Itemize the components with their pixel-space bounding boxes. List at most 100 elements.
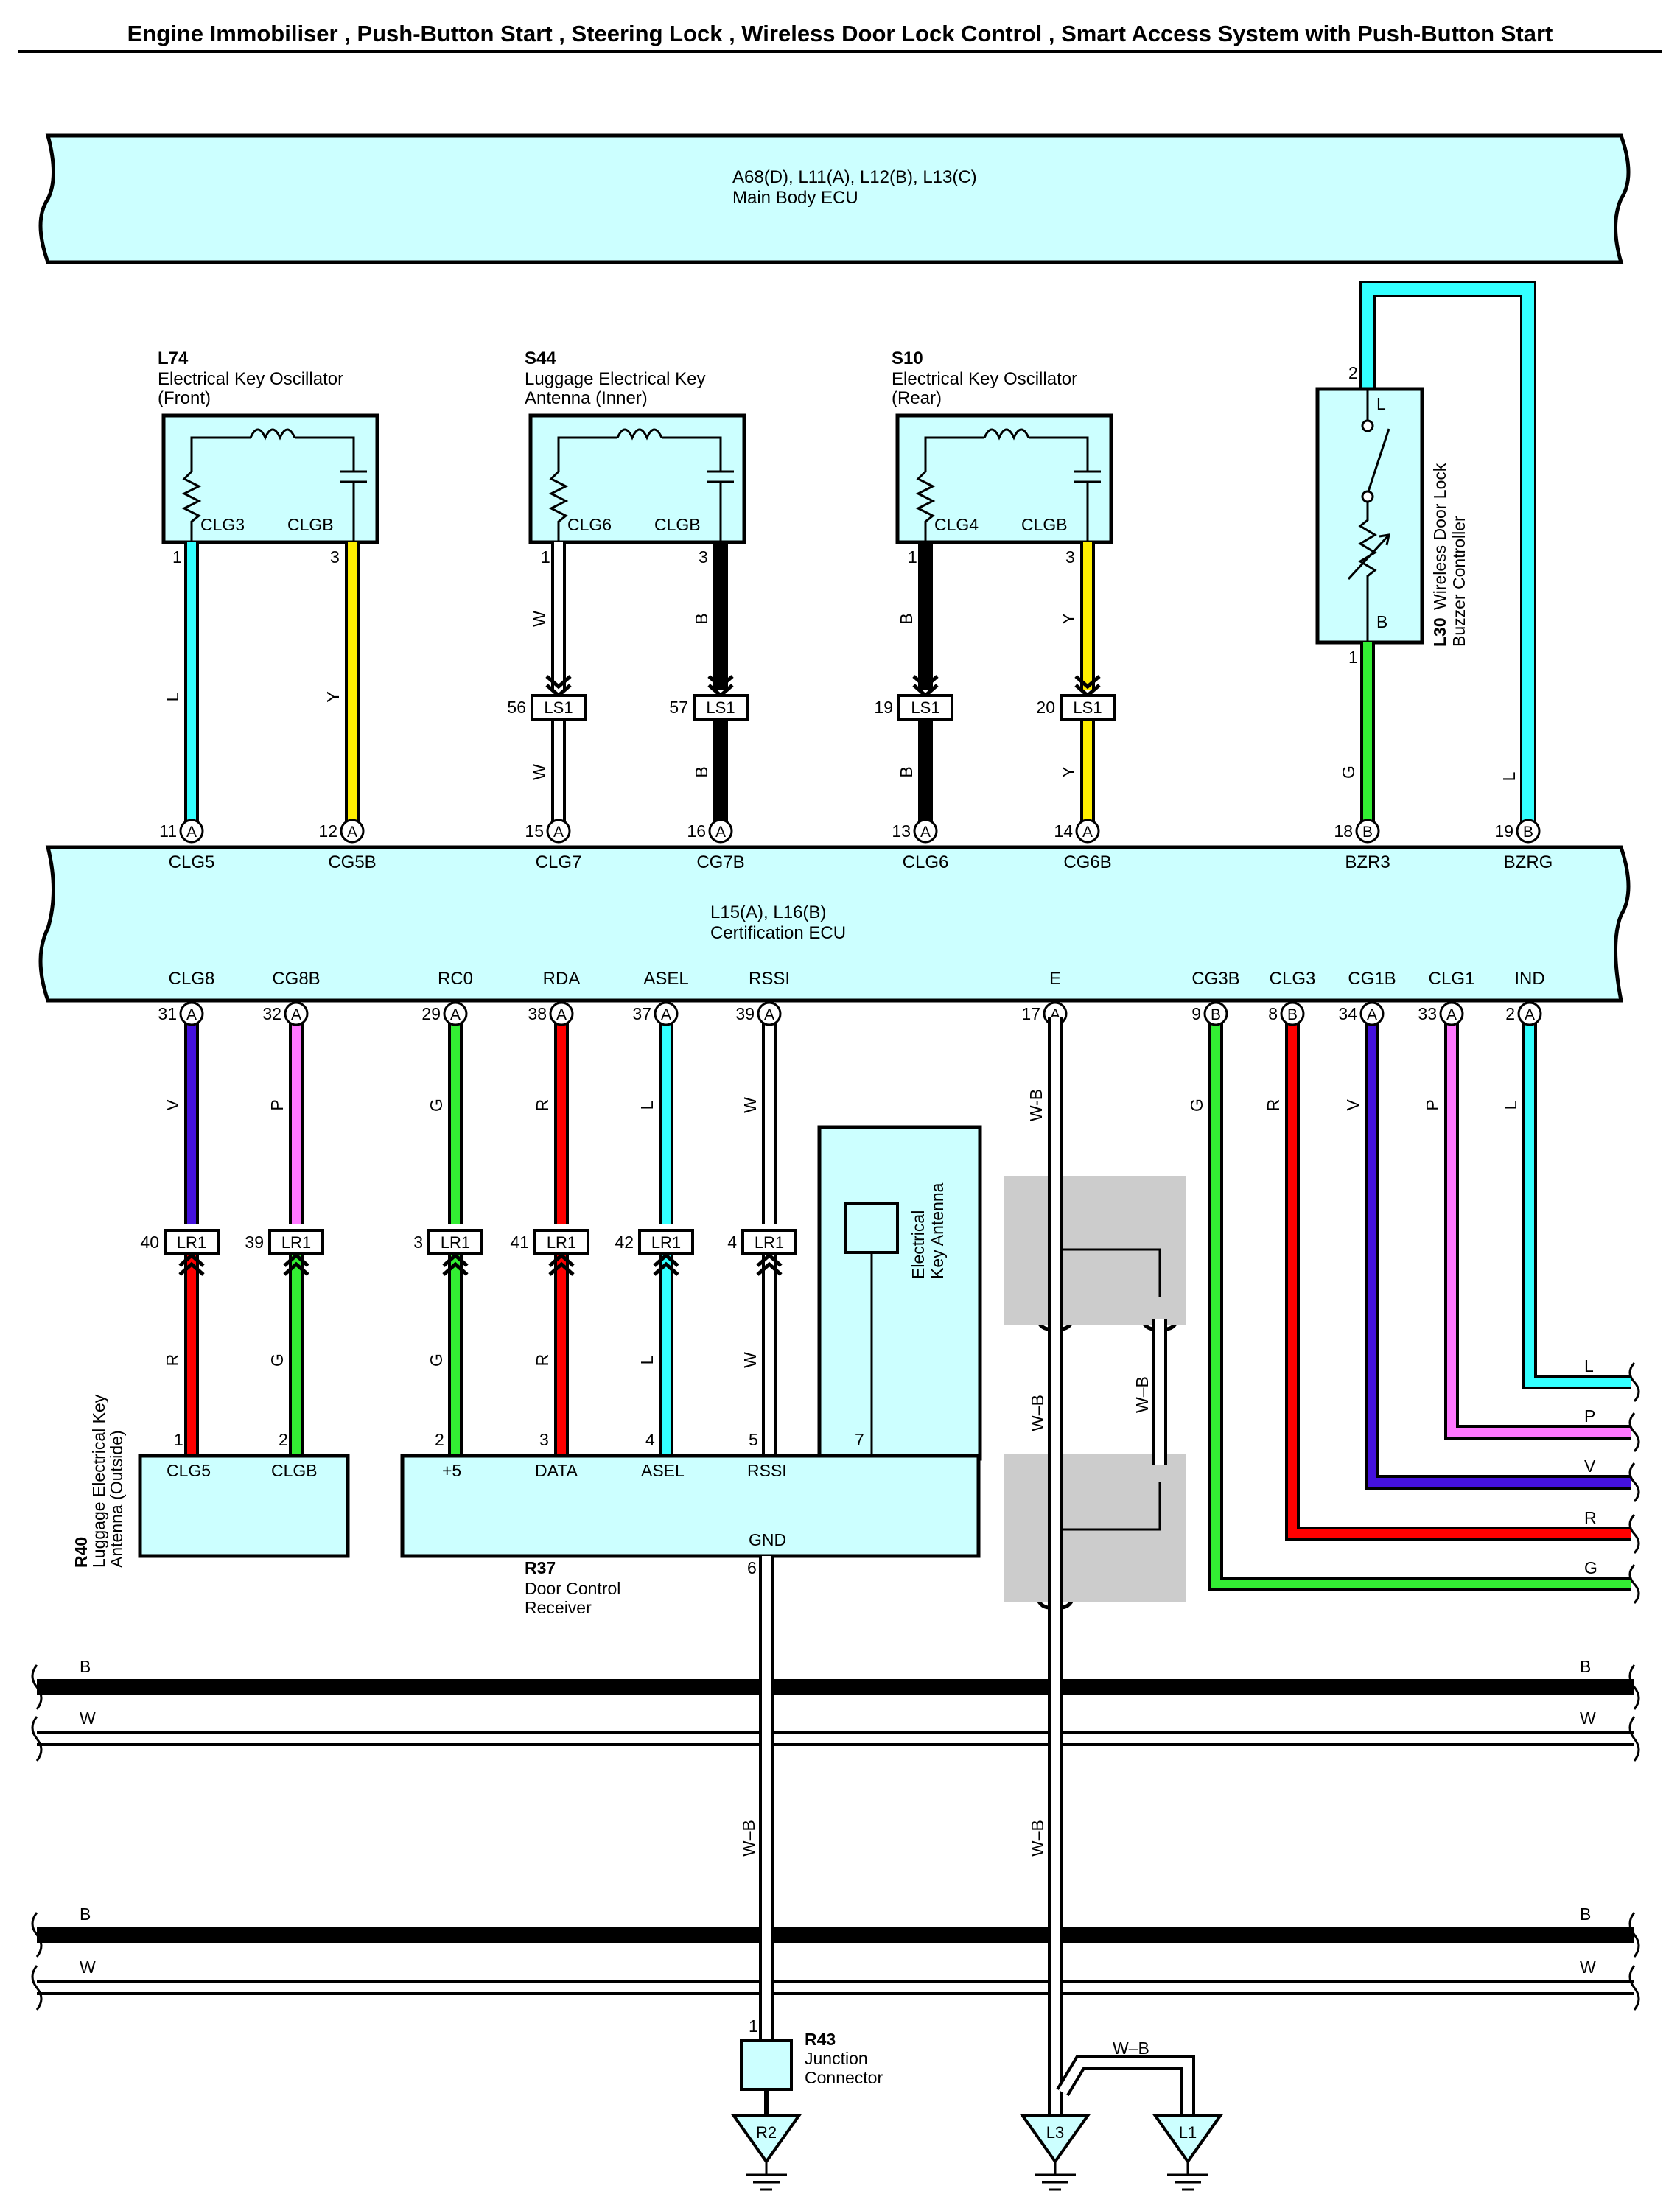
top-wire-label-1: Y xyxy=(323,691,343,702)
r43-pin: 1 xyxy=(749,2016,758,2036)
top-wire-label-0: L xyxy=(163,692,182,701)
r37-name1: Door Control xyxy=(525,1579,620,1598)
bottom-wire-label-upper-0: V xyxy=(163,1099,182,1111)
r37-code: R37 xyxy=(525,1558,556,1577)
bus-label-left-0: B xyxy=(80,1657,91,1676)
top-pin-7-connector: B xyxy=(1523,824,1533,841)
antenna-name2: Key Antenna xyxy=(928,1182,947,1279)
r37-terminal-2: DATA xyxy=(535,1461,578,1480)
r37-terminal-3: ASEL xyxy=(641,1461,685,1480)
ls1-connector-3-label: LS1 xyxy=(1073,698,1102,717)
lr1-connector-3-box xyxy=(533,1229,589,1255)
s10-name2: (Rear) xyxy=(892,388,942,408)
top-wire-label-lower-5: Y xyxy=(1059,766,1078,777)
l74-terminal-1: CLG3 xyxy=(200,515,245,534)
bottom-pin-7-number: 9 xyxy=(1191,1004,1201,1023)
right-wire-break-4 xyxy=(1628,1563,1640,1605)
bottom-wire-label-10: P xyxy=(1423,1099,1442,1110)
bottom-wire-label-upper-4: L xyxy=(637,1100,657,1110)
ground-earth-0 xyxy=(746,2162,787,2191)
top-pin-1-number: 12 xyxy=(318,821,337,841)
r37-terminal-1: +5 xyxy=(442,1461,461,1480)
ls1-connector-3-box xyxy=(1060,694,1116,721)
s44-pin-1: 1 xyxy=(541,547,550,567)
junction-block: W–B xyxy=(1004,1176,1186,1602)
s10-pin-1: 1 xyxy=(908,547,917,567)
main-body-ecu-box xyxy=(38,133,1631,264)
top-pin-6-circle xyxy=(1355,819,1380,844)
lr1-connector-4-label: LR1 xyxy=(651,1233,681,1252)
bottom-pin-2-connector: A xyxy=(450,1006,461,1023)
top-pin-1-circle xyxy=(340,819,365,844)
antenna-name1: Electrical xyxy=(909,1210,928,1279)
top-wire-label-6: G xyxy=(1339,765,1358,779)
right-wire-label-3: R xyxy=(1584,1508,1597,1527)
s44-box: CLG6 CLGB xyxy=(528,413,746,544)
lr1-connector-0-label: LR1 xyxy=(177,1233,206,1252)
r37-terminal-4: RSSI xyxy=(747,1461,787,1480)
main-body-ecu-name: Main Body ECU xyxy=(732,188,858,208)
top-pin-2-number: 15 xyxy=(525,821,544,841)
l30-pin-top: 2 xyxy=(1348,363,1358,382)
ls1-connector-2-box xyxy=(897,694,953,721)
bottom-pin-5-connector: A xyxy=(764,1006,774,1023)
r40-terminal-1: CLG5 xyxy=(167,1461,211,1480)
ls1-connector-1-box xyxy=(693,694,749,721)
ls1-connector-0-label: LS1 xyxy=(544,698,573,717)
bottom-pin-8-number: 8 xyxy=(1268,1004,1278,1023)
bottom-pin-label-1: CG8B xyxy=(272,969,320,989)
bus-break-left-2 xyxy=(31,1912,43,1958)
ls1-connector-3-number: 20 xyxy=(1036,698,1055,717)
cert-ecu-name: Certification ECU xyxy=(710,923,846,943)
top-pin-4-connector: A xyxy=(920,824,931,841)
bottom-pin-7-circle xyxy=(1203,1001,1228,1026)
s10-labels: S10 Electrical Key Oscillator (Rear) xyxy=(892,348,1077,408)
bottom-wire-label-upper-3: R xyxy=(533,1099,552,1112)
s10-code: S10 xyxy=(892,348,923,368)
l74-name2: (Front) xyxy=(158,388,211,408)
l1-ground-wire: W–B xyxy=(1113,2039,1149,2058)
bus-label-right-1: W xyxy=(1580,1708,1596,1728)
s44-code: S44 xyxy=(525,348,556,368)
r40-box: CLG5 CLGB 1 2 R40 Luggage Electrical Key… xyxy=(71,1394,350,1568)
junction-wire-right: W–B xyxy=(1133,1376,1152,1413)
ground-earth-2 xyxy=(1167,2162,1208,2191)
lr1-connector-2-number: 3 xyxy=(413,1233,423,1252)
bottom-pin-5-circle xyxy=(757,1001,782,1026)
bottom-pin-4-number: 37 xyxy=(632,1004,651,1023)
bottom-wire-label-lower-0: R xyxy=(163,1354,182,1367)
top-pin-3-number: 16 xyxy=(687,821,706,841)
bottom-pin-9-circle xyxy=(1359,1001,1385,1026)
s10-terminal-2: CLGB xyxy=(1021,515,1068,534)
bottom-pin-2-number: 29 xyxy=(421,1004,441,1023)
ground-triangle-2 xyxy=(1152,2114,1223,2165)
bottom-pin-0-circle xyxy=(179,1001,204,1026)
r37-ground-wire: W–B xyxy=(739,1820,758,1857)
top-pin-label-4: CLG6 xyxy=(903,852,949,872)
ground-earth-1 xyxy=(1035,2162,1076,2191)
ls1-connector-2-number: 19 xyxy=(874,698,893,717)
right-wire-break-0 xyxy=(1628,1361,1640,1403)
ground-triangle-1 xyxy=(1020,2114,1091,2165)
lr1-connector-1-box xyxy=(268,1229,324,1255)
r37-box: +5 DATA ASEL RSSI GND 2 3 4 5 7 6 R37 Do… xyxy=(400,1430,981,1617)
r43-name1: Junction xyxy=(805,2049,868,2068)
top-pin-6-connector: B xyxy=(1362,824,1373,841)
l30-pin-bottom: 1 xyxy=(1348,648,1358,667)
bus-label-left-1: W xyxy=(80,1708,96,1728)
lr1-connector-0-number: 40 xyxy=(140,1233,159,1252)
bottom-wire-label-6: W-B xyxy=(1026,1089,1046,1121)
lr1-connector-0-box xyxy=(164,1229,220,1255)
r37-pin-2: 2 xyxy=(435,1430,444,1449)
s44-pin-3: 3 xyxy=(699,547,708,567)
top-pin-label-5: CG6B xyxy=(1063,852,1111,872)
bottom-wire-10 xyxy=(1447,1014,1631,1437)
s44-name2: Antenna (Inner) xyxy=(525,388,648,408)
bottom-pin-8-circle xyxy=(1280,1001,1305,1026)
top-wire-label-upper-3: B xyxy=(692,613,711,624)
bottom-pin-9-number: 34 xyxy=(1338,1004,1357,1023)
bottom-pin-1-number: 32 xyxy=(262,1004,281,1023)
